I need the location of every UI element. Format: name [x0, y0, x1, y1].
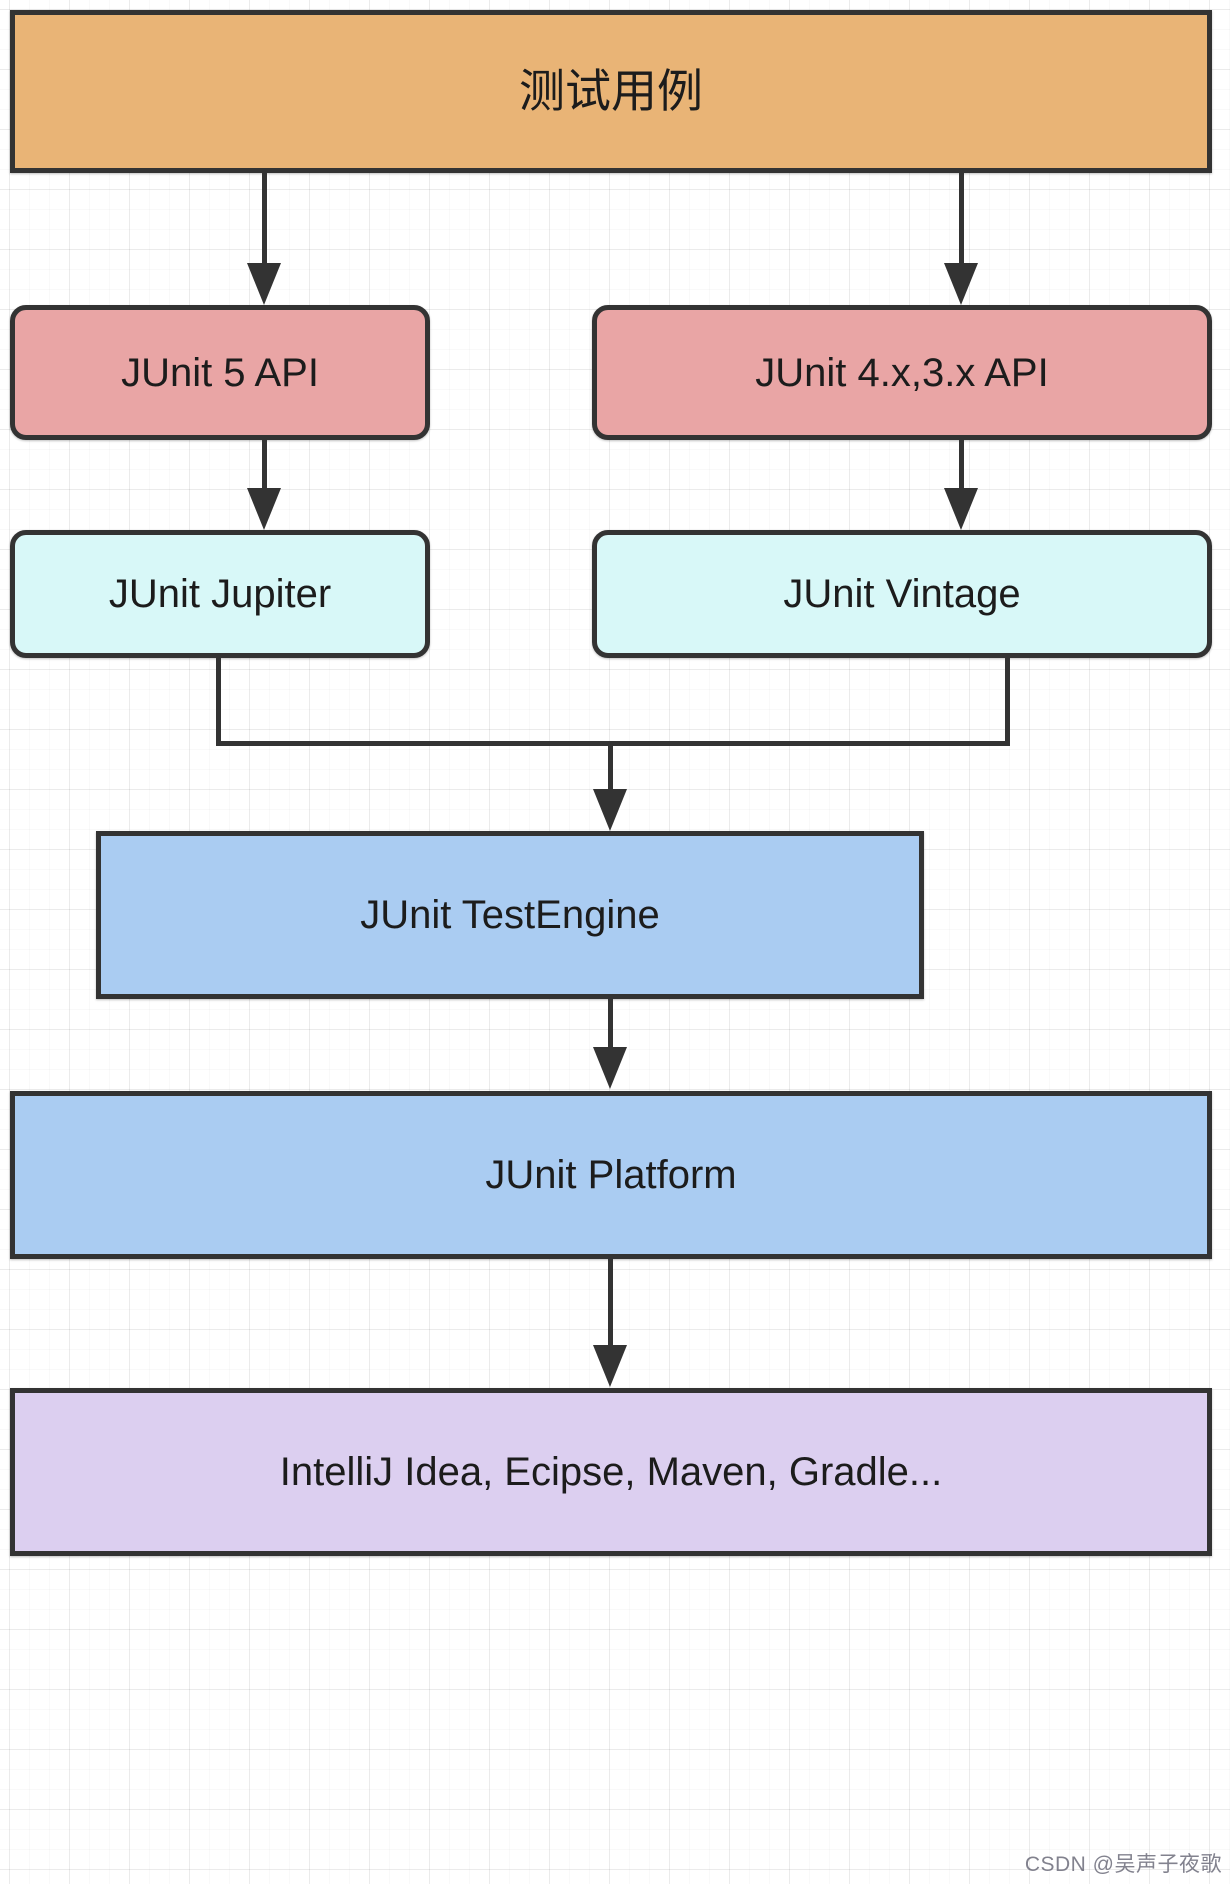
- edge-line: [262, 173, 267, 265]
- node-junit5-api-label: JUnit 5 API: [121, 350, 319, 395]
- node-test-case[interactable]: 测试用例: [10, 10, 1212, 173]
- edge-line-merge-bus: [216, 741, 1010, 746]
- edge-line: [262, 440, 267, 490]
- watermark: CSDN @吴声子夜歌: [1024, 1853, 1222, 1876]
- node-build-tools-label: IntelliJ Idea, Ecipse, Maven, Gradle...: [279, 1450, 943, 1494]
- node-junit-testengine-label: JUnit TestEngine: [360, 893, 660, 937]
- node-junit4-api[interactable]: JUnit 4.x,3.x API: [592, 305, 1212, 440]
- edge-line-jupiter-drop: [216, 658, 221, 746]
- arrow-down-icon: [247, 263, 281, 305]
- edge-line: [608, 1259, 613, 1346]
- node-build-tools[interactable]: IntelliJ Idea, Ecipse, Maven, Gradle...: [10, 1388, 1212, 1556]
- node-junit-jupiter[interactable]: JUnit Jupiter: [10, 530, 430, 658]
- node-junit-jupiter-label: JUnit Jupiter: [108, 572, 332, 616]
- node-test-case-label: 测试用例: [519, 64, 703, 117]
- edge-line-vintage-drop: [1005, 658, 1010, 746]
- edge-line: [608, 999, 613, 1049]
- arrow-down-icon: [593, 789, 627, 831]
- node-junit-testengine[interactable]: JUnit TestEngine: [96, 831, 924, 999]
- arrow-down-icon: [944, 263, 978, 305]
- edge-line-merge-drop: [608, 741, 613, 789]
- arrow-down-icon: [593, 1345, 627, 1387]
- node-junit4-api-label: JUnit 4.x,3.x API: [755, 350, 1049, 395]
- arrow-down-icon: [247, 488, 281, 530]
- node-junit5-api[interactable]: JUnit 5 API: [10, 305, 430, 440]
- arrow-down-icon: [944, 488, 978, 530]
- arrow-down-icon: [593, 1047, 627, 1089]
- edge-line: [959, 173, 964, 265]
- edge-line: [959, 440, 964, 490]
- node-junit-platform[interactable]: JUnit Platform: [10, 1091, 1212, 1259]
- node-junit-vintage-label: JUnit Vintage: [783, 572, 1021, 616]
- node-junit-vintage[interactable]: JUnit Vintage: [592, 530, 1212, 658]
- node-junit-platform-label: JUnit Platform: [485, 1153, 737, 1197]
